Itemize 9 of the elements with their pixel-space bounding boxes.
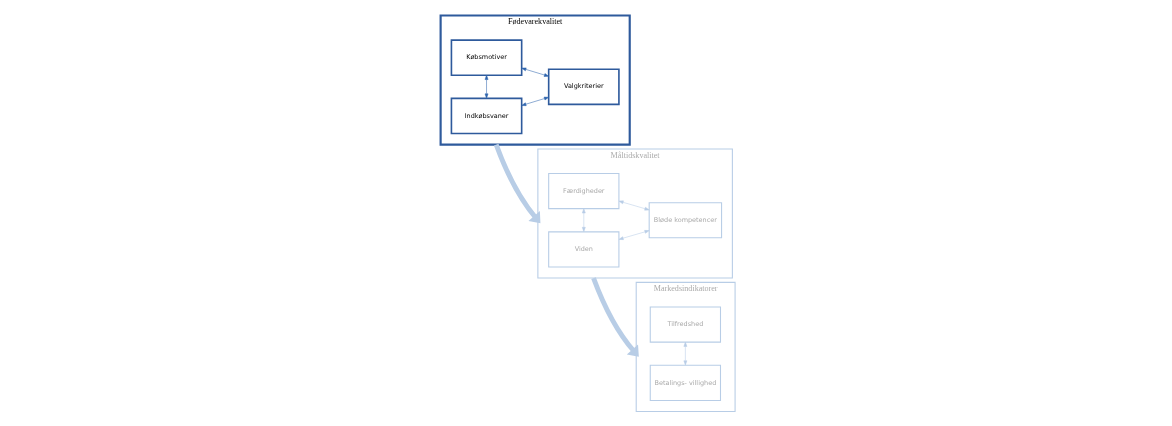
arrow	[484, 74, 488, 98]
arrow	[493, 143, 540, 223]
arrow	[520, 96, 549, 106]
arrow	[520, 67, 549, 77]
arrow	[618, 200, 649, 210]
arrow	[590, 276, 639, 357]
arrow	[618, 229, 649, 240]
arrow	[683, 341, 687, 365]
arrow	[581, 207, 586, 232]
